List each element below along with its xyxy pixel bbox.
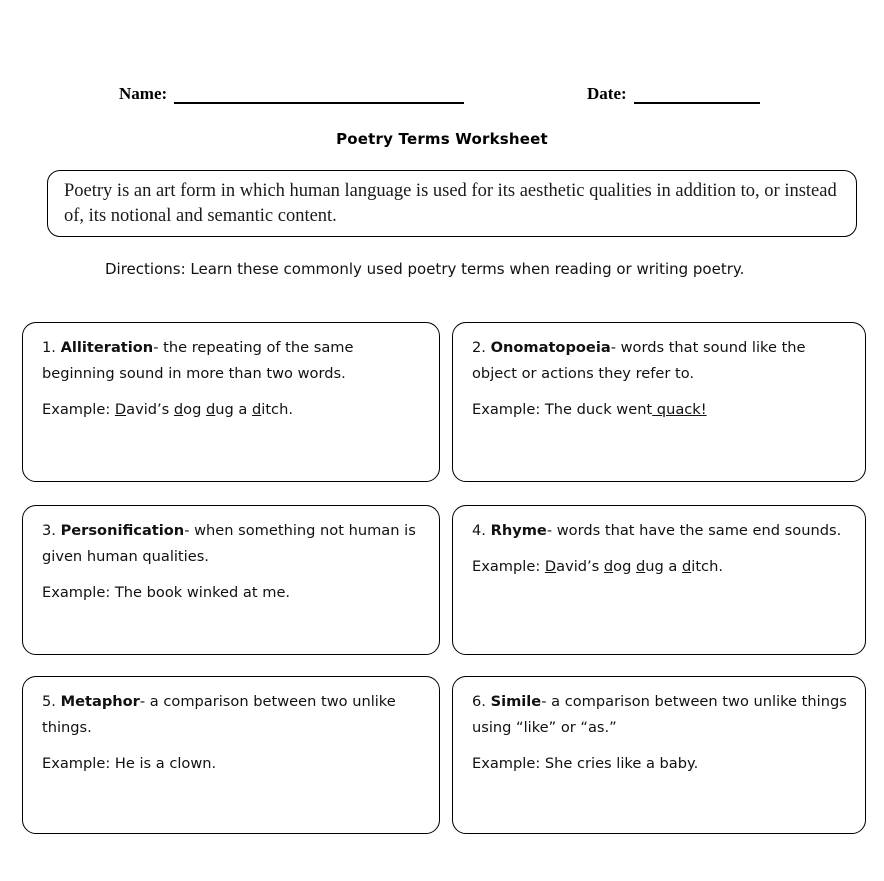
example-label: Example:: [472, 558, 545, 575]
date-write-line[interactable]: [633, 88, 760, 104]
date-field[interactable]: Date:: [587, 84, 760, 104]
date-label: Date:: [587, 84, 627, 103]
term-name: Alliteration: [60, 339, 154, 356]
term-description: - a comparison between two unlike things…: [42, 693, 396, 736]
term-name: Simile: [490, 693, 542, 710]
term-card-1: 1. Alliteration- the repeating of the sa…: [22, 322, 440, 482]
term-example: Example: The duck went quack!: [472, 397, 851, 423]
example-sentence: She cries like a baby.: [544, 755, 699, 772]
term-number: 5.: [42, 693, 56, 710]
term-definition: 3. Personification- when something not h…: [42, 518, 425, 570]
example-sentence: David’s dog dug a ditch.: [544, 558, 723, 575]
example-label: Example:: [42, 401, 115, 418]
student-info-row: Name: Date:: [0, 84, 884, 110]
term-name: Rhyme: [490, 522, 547, 539]
definition-callout: Poetry is an art form in which human lan…: [47, 170, 857, 237]
name-write-line[interactable]: [174, 88, 465, 104]
term-description: - a comparison between two unlike things…: [472, 693, 847, 736]
term-name: Metaphor: [60, 693, 140, 710]
name-field[interactable]: Name:: [119, 84, 465, 104]
definition-text: Poetry is an art form in which human lan…: [64, 181, 837, 226]
term-description: - when something not human is given huma…: [42, 522, 416, 565]
example-sentence: He is a clown.: [114, 755, 217, 772]
term-example: Example: He is a clown.: [42, 751, 425, 777]
example-sentence: David’s dog dug a ditch.: [114, 401, 293, 418]
term-number: 2.: [472, 339, 486, 356]
term-card-4: 4. Rhyme- words that have the same end s…: [452, 505, 866, 655]
example-label: Example:: [42, 755, 115, 772]
term-definition: 1. Alliteration- the repeating of the sa…: [42, 335, 425, 387]
term-card-2: 2. Onomatopoeia- words that sound like t…: [452, 322, 866, 482]
directions-text: Directions: Learn these commonly used po…: [105, 260, 745, 278]
example-label: Example:: [472, 401, 545, 418]
term-description: - the repeating of the same beginning so…: [42, 339, 354, 382]
name-label: Name:: [119, 84, 168, 103]
term-name: Personification: [60, 522, 185, 539]
example-sentence: The duck went quack!: [544, 401, 707, 418]
term-number: 4.: [472, 522, 486, 539]
term-number: 3.: [42, 522, 56, 539]
term-example: Example: She cries like a baby.: [472, 751, 851, 777]
term-name: Onomatopoeia: [490, 339, 611, 356]
term-definition: 5. Metaphor- a comparison between two un…: [42, 689, 425, 741]
term-example: Example: The book winked at me.: [42, 580, 425, 606]
term-description: - words that sound like the object or ac…: [472, 339, 806, 382]
example-label: Example:: [42, 584, 115, 601]
term-card-5: 5. Metaphor- a comparison between two un…: [22, 676, 440, 834]
term-example: Example: David’s dog dug a ditch.: [472, 554, 851, 580]
term-number: 1.: [42, 339, 56, 356]
term-example: Example: David’s dog dug a ditch.: [42, 397, 425, 423]
term-definition: 2. Onomatopoeia- words that sound like t…: [472, 335, 851, 387]
example-sentence: The book winked at me.: [114, 584, 291, 601]
page-title: Poetry Terms Worksheet: [336, 130, 548, 148]
example-label: Example:: [472, 755, 545, 772]
term-description: - words that have the same end sounds.: [546, 522, 842, 539]
term-card-3: 3. Personification- when something not h…: [22, 505, 440, 655]
term-definition: 6. Simile- a comparison between two unli…: [472, 689, 851, 741]
term-number: 6.: [472, 693, 486, 710]
term-definition: 4. Rhyme- words that have the same end s…: [472, 518, 851, 544]
term-card-6: 6. Simile- a comparison between two unli…: [452, 676, 866, 834]
